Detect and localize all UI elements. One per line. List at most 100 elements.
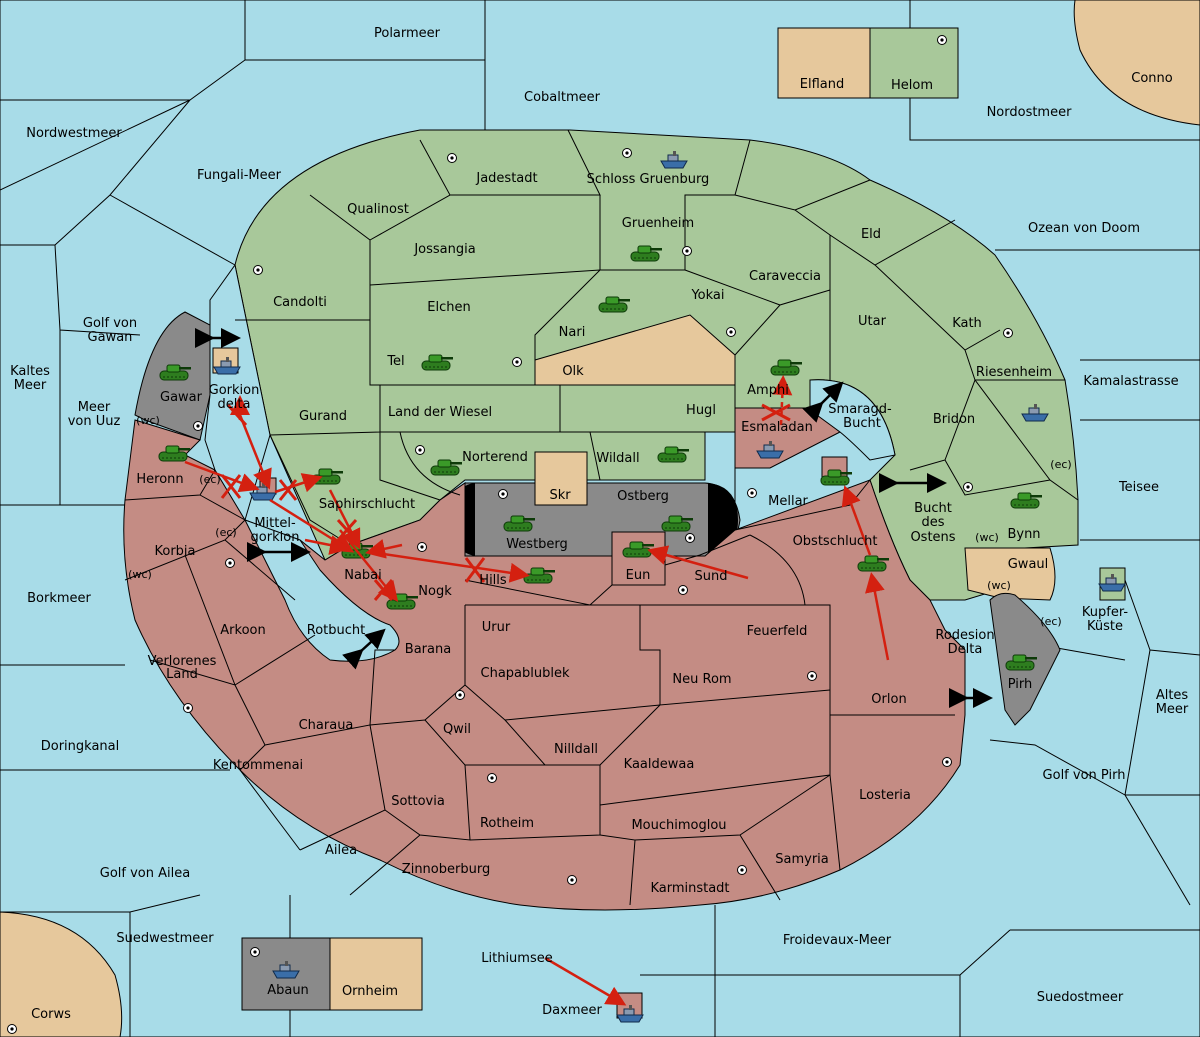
label-kaltes-1: Kaltes: [10, 364, 50, 379]
label-schloss: Schloss Gruenburg: [587, 172, 710, 187]
label-gurand: Gurand: [299, 409, 347, 424]
label-corws: Corws: [31, 1007, 71, 1022]
label-barana: Barana: [405, 642, 451, 657]
label-rodesion-2: Delta: [948, 642, 983, 657]
label-golf-ailea: Golf von Ailea: [100, 866, 190, 881]
label-daxmeer: Daxmeer: [542, 1003, 602, 1018]
label-nordostmeer: Nordostmeer: [987, 105, 1073, 120]
label-ailea: Ailea: [325, 843, 357, 858]
label-wildall: Wildall: [596, 451, 639, 466]
label-korbia: Korbia: [154, 544, 195, 559]
map-labels: Polarmeer Elfland Helom Conno Cobaltmeer…: [10, 26, 1189, 1022]
label-kupfer-2: Küste: [1087, 619, 1123, 634]
label-suedwestmeer: Suedwestmeer: [116, 931, 214, 946]
coast-label-wc: (wc): [987, 579, 1011, 592]
label-zinnoberburg: Zinnoberburg: [402, 862, 490, 877]
label-cobaltmeer: Cobaltmeer: [524, 90, 601, 105]
label-feuerfeld: Feuerfeld: [747, 624, 808, 639]
canal-connections: [195, 328, 993, 708]
label-norterend: Norterend: [462, 450, 528, 465]
label-charaua: Charaua: [299, 718, 354, 733]
label-pirh: Pirh: [1008, 677, 1033, 692]
label-golf-gawan-2: Gawan: [88, 330, 133, 345]
region-gwaul[interactable]: [964, 547, 1056, 601]
label-yokai: Yokai: [690, 288, 724, 303]
label-gorkion-2: delta: [218, 397, 251, 412]
label-meer-uuz-2: von Uuz: [68, 414, 121, 429]
label-westberg: Westberg: [506, 537, 568, 552]
label-saphir: Saphirschlucht: [319, 497, 415, 512]
label-eld: Eld: [861, 227, 881, 242]
label-olk: Olk: [562, 364, 584, 379]
label-helom: Helom: [891, 78, 933, 93]
land-borders: [124, 129, 1079, 906]
coast-label-ec: (ec): [215, 526, 236, 539]
label-kupfer-1: Kupfer-: [1082, 605, 1128, 620]
label-sottovia: Sottovia: [391, 794, 445, 809]
coast-label-ec: (ec): [1040, 615, 1061, 628]
label-abaun: Abaun: [267, 983, 309, 998]
label-jadestadt: Jadestadt: [475, 171, 537, 186]
coast-label-ec: (ec): [199, 473, 220, 486]
label-hugl: Hugl: [686, 403, 716, 418]
label-nogk: Nogk: [418, 584, 452, 599]
label-mittel-2: gorkion: [251, 530, 300, 545]
label-kamala: Kamalastrasse: [1083, 374, 1178, 389]
label-elchen: Elchen: [427, 300, 470, 315]
label-kaaldewaa: Kaaldewaa: [624, 757, 695, 772]
label-kentommenai: Kentommenai: [213, 758, 303, 773]
region-ornheim[interactable]: [329, 937, 423, 1011]
region-conno[interactable]: [1073, 0, 1200, 126]
label-nari: Nari: [559, 325, 586, 340]
label-bucht-ostens-2: des: [921, 515, 944, 530]
label-heronn: Heronn: [136, 472, 183, 487]
label-altes-2: Meer: [1156, 702, 1189, 717]
label-mouchimoglou: Mouchimoglou: [631, 818, 726, 833]
label-bynn: Bynn: [1007, 527, 1040, 542]
label-smaragd-1: Smaragd-: [828, 402, 892, 417]
label-fungali: Fungali-Meer: [197, 168, 282, 183]
label-utar: Utar: [858, 314, 887, 329]
label-hills: Hills: [479, 573, 507, 588]
label-land-wiesel: Land der Wiesel: [388, 405, 492, 420]
label-jossangia: Jossangia: [413, 242, 475, 257]
label-tel: Tel: [386, 354, 404, 369]
label-kaltes-2: Meer: [14, 378, 47, 393]
move-orders: [184, 375, 890, 1006]
label-caraveccia: Caraveccia: [749, 269, 821, 284]
label-meer-uuz-1: Meer: [78, 400, 111, 415]
label-lithiumsee: Lithiumsee: [481, 951, 552, 966]
label-bucht-ostens-1: Bucht: [914, 501, 952, 516]
label-polarmeer: Polarmeer: [374, 26, 441, 41]
region-corws[interactable]: [0, 911, 123, 1037]
label-rotheim: Rotheim: [480, 816, 534, 831]
region-skr[interactable]: [534, 451, 588, 506]
label-losteria: Losteria: [859, 788, 911, 803]
label-bucht-ostens-3: Ostens: [910, 530, 955, 545]
label-teisee: Teisee: [1118, 480, 1159, 495]
label-gawar: Gawar: [160, 390, 203, 405]
label-verloren-2: Land: [166, 667, 198, 682]
label-karminstadt: Karminstadt: [650, 881, 729, 896]
region-ostberg-westberg[interactable]: [453, 482, 741, 557]
label-ornheim: Ornheim: [342, 984, 398, 999]
label-sund: Sund: [695, 569, 728, 584]
label-orlon: Orlon: [871, 692, 906, 707]
coast-label-wc: (wc): [975, 531, 999, 544]
label-golf-pirh: Golf von Pirh: [1043, 768, 1126, 783]
region-elfland[interactable]: [777, 27, 871, 99]
label-altes-1: Altes: [1156, 688, 1189, 703]
label-rotbucht: Rotbucht: [307, 623, 365, 638]
label-esmaladan: Esmaladan: [741, 420, 813, 435]
label-qwil: Qwil: [443, 722, 471, 737]
label-elfland: Elfland: [800, 77, 844, 92]
label-gorkion-1: Gorkion: [209, 383, 260, 398]
label-neu-rom: Neu Rom: [672, 672, 731, 687]
label-conno: Conno: [1131, 71, 1173, 86]
label-kath: Kath: [952, 316, 982, 331]
label-chapa: Chapablublek: [481, 666, 570, 681]
label-skr: Skr: [549, 488, 571, 503]
label-mittel-1: Mittel-: [254, 516, 296, 531]
label-obstschlucht: Obstschlucht: [793, 534, 878, 549]
label-doringkanal: Doringkanal: [41, 739, 120, 754]
